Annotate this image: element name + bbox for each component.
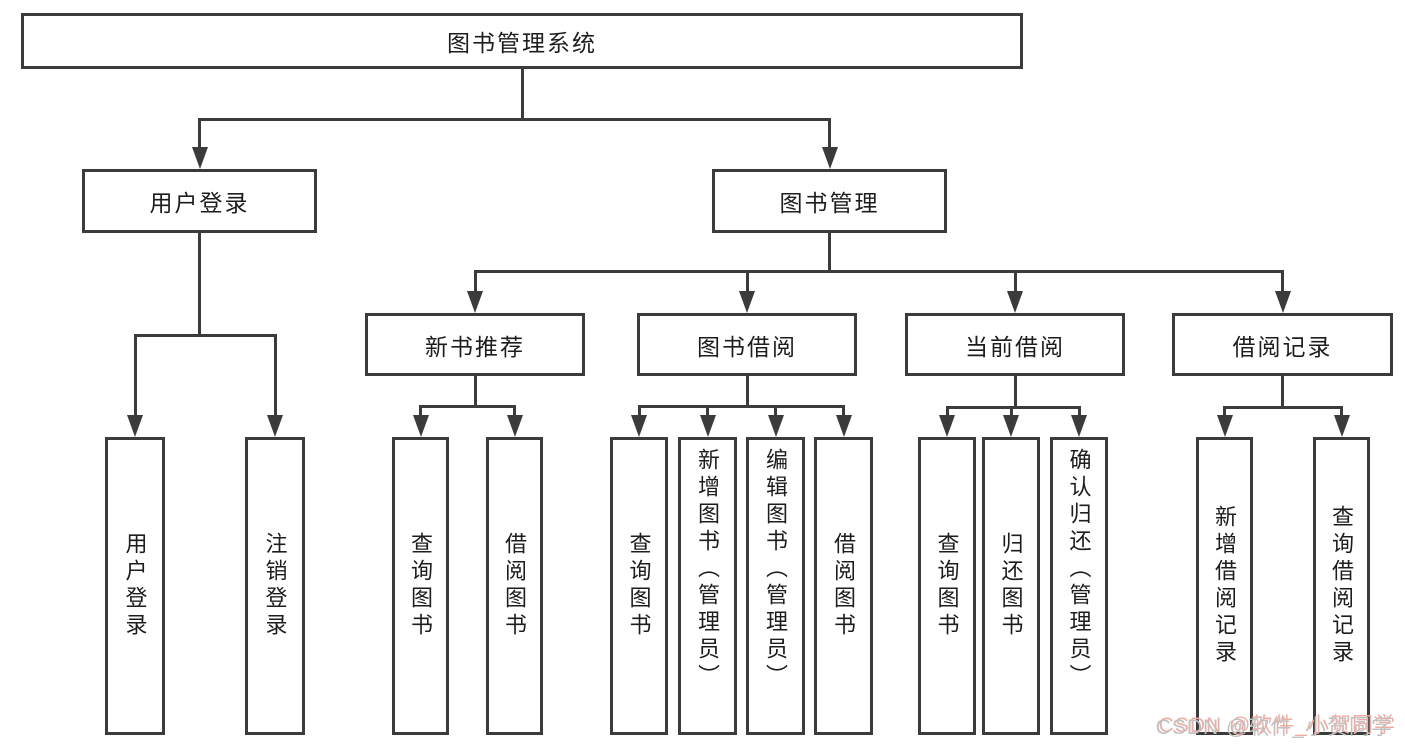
connector-line — [1223, 405, 1343, 409]
connector-line — [1013, 376, 1017, 407]
connector-line — [198, 119, 201, 153]
arrow-down-icon — [939, 415, 955, 437]
connector-line — [198, 233, 201, 335]
connector-line — [1013, 271, 1017, 297]
connector-line — [1281, 271, 1284, 297]
arrow-down-icon — [191, 147, 208, 169]
connector-line — [473, 269, 1284, 273]
diagram-node-leaf-bb-query: 查询图书 — [610, 437, 668, 735]
connector-line — [945, 405, 1081, 409]
arrow-down-icon — [1007, 291, 1023, 313]
arrow-down-icon — [1333, 415, 1350, 437]
arrow-down-icon — [127, 415, 143, 437]
connector-line — [1340, 407, 1343, 421]
connector-line — [637, 406, 641, 421]
connector-line — [1009, 407, 1013, 421]
diagram-node-leaf-nbr-borrow: 借阅图书 — [486, 437, 543, 735]
connector-line — [273, 335, 277, 421]
arrow-down-icon — [267, 415, 283, 437]
connector-line — [745, 271, 749, 297]
arrow-down-icon — [739, 291, 755, 313]
arrow-down-icon — [412, 415, 429, 437]
connector-line — [1077, 407, 1081, 421]
diagram-node-user-login: 用户登录 — [82, 169, 317, 233]
diagram-node-book-mgmt: 图书管理 — [712, 169, 947, 233]
arrow-down-icon — [821, 147, 838, 169]
arrow-down-icon — [1003, 415, 1019, 437]
connector-line — [828, 233, 831, 271]
diagram-node-leaf-cb-return: 归还图书 — [982, 437, 1040, 735]
csdn-watermark: CSDN @软件_小贺同学 — [1155, 716, 1393, 739]
connector-line — [513, 406, 516, 421]
connector-line — [473, 376, 477, 406]
connector-line — [473, 271, 477, 297]
connector-line — [133, 333, 277, 337]
connector-line — [945, 407, 949, 421]
connector-line — [520, 69, 524, 119]
arrow-down-icon — [1071, 415, 1087, 437]
diagram-node-leaf-br-add: 新增借阅记录 — [1196, 437, 1253, 735]
connector-line — [198, 117, 831, 121]
diagram-node-borrow-records: 借阅记录 — [1172, 313, 1393, 376]
connector-line — [133, 335, 137, 421]
diagram-node-book-borrow: 图书借阅 — [637, 313, 857, 376]
connector-line — [1223, 407, 1226, 421]
diagram-node-leaf-user-login: 用户登录 — [105, 437, 165, 735]
connector-line — [419, 406, 422, 421]
connector-line — [637, 404, 845, 408]
arrow-down-icon — [835, 415, 852, 437]
connector-line — [1281, 376, 1284, 407]
diagram-node-leaf-cb-confirm: 确认归还（管理员） — [1050, 437, 1108, 735]
diagram-node-leaf-cb-query: 查询图书 — [918, 437, 976, 735]
diagram-node-leaf-nbr-query: 查询图书 — [392, 437, 449, 735]
diagram-node-root: 图书管理系统 — [21, 13, 1023, 69]
connector-line — [706, 406, 709, 421]
diagram-node-leaf-bb-add: 新增图书（管理员） — [678, 437, 737, 735]
arrow-down-icon — [631, 415, 647, 437]
diagram-node-leaf-bb-edit: 编辑图书（管理员） — [746, 437, 805, 735]
arrow-down-icon — [699, 415, 716, 437]
connector-line — [419, 404, 516, 408]
connector-line — [828, 119, 831, 153]
arrow-down-icon — [1274, 291, 1291, 313]
connector-line — [842, 406, 845, 421]
arrow-down-icon — [467, 291, 483, 313]
diagram-node-leaf-bb-borrow: 借阅图书 — [814, 437, 873, 735]
diagram-node-current-borrow: 当前借阅 — [905, 313, 1125, 376]
diagram-node-leaf-br-query: 查询借阅记录 — [1313, 437, 1370, 735]
diagram-node-new-book-rec: 新书推荐 — [365, 313, 585, 376]
arrow-down-icon — [1216, 415, 1233, 437]
connector-line — [745, 376, 749, 406]
arrow-down-icon — [506, 415, 523, 437]
arrow-down-icon — [767, 415, 784, 437]
diagram-node-leaf-logout: 注销登录 — [245, 437, 305, 735]
connector-line — [774, 406, 777, 421]
